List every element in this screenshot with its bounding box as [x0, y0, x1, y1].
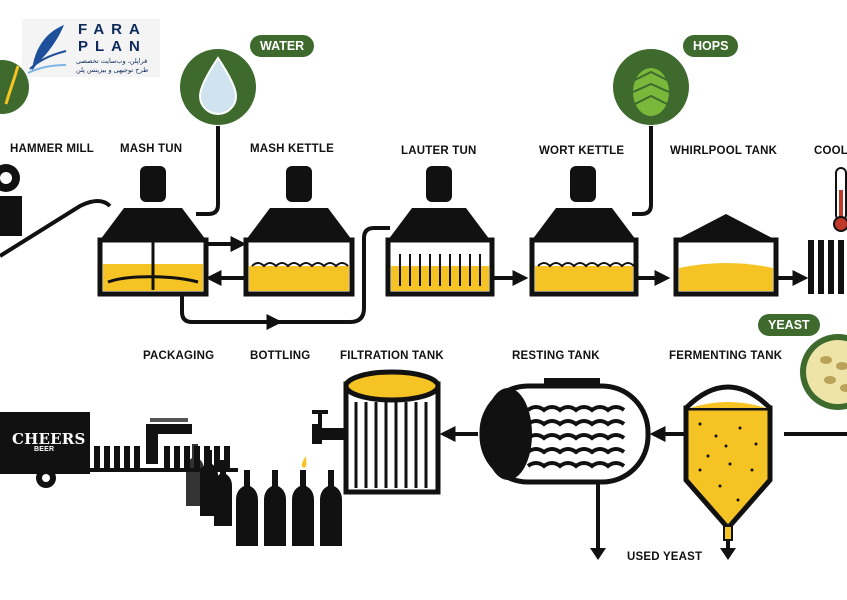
hops-cone-icon	[613, 49, 689, 125]
capping-machine	[146, 418, 192, 464]
hammer-mill-machine	[0, 164, 112, 258]
label-used-yeast: USED YEAST	[627, 551, 703, 563]
yeast-badge: YEAST	[758, 314, 820, 336]
logo-word-plan: PLAN	[78, 38, 147, 55]
logo-word-fara: FARA	[78, 21, 147, 38]
beer-truck	[0, 412, 90, 488]
label-lauter-tun: LAUTER TUN	[401, 145, 477, 157]
water-drop-icon	[180, 49, 256, 125]
label-resting-tank: RESTING TANK	[512, 350, 600, 362]
label-hammer-mill: HAMMER MILL	[10, 143, 94, 155]
logo-tagline-1: فراپلن، وب‌سایت تخصصی	[76, 57, 148, 65]
label-wort-kettle: WORT KETTLE	[539, 145, 625, 157]
label-filtration-tank: FILTRATION TANK	[340, 350, 444, 362]
mash-kettle-vessel	[243, 166, 355, 297]
filtration-tank-vessel	[343, 369, 441, 495]
grain-ingredient-icon	[0, 60, 29, 114]
quill-logo-icon	[27, 25, 67, 74]
wort-kettle-vessel	[529, 166, 639, 297]
tap-faucet-icon	[301, 410, 346, 468]
label-packaging: PACKAGING	[143, 350, 215, 362]
fermenting-tank-vessel	[683, 384, 773, 541]
label-cooling: COOL	[814, 145, 847, 157]
faraplan-logo: FARA PLAN فراپلن، وب‌سایت تخصصی طرح توجی…	[22, 19, 160, 77]
logo-tagline-2: طرح توجیهی و بیزینس پلن	[76, 66, 149, 74]
label-fermenting-tank: FERMENTING TANK	[669, 350, 783, 362]
label-whirlpool-tank: WHIRLPOOL TANK	[670, 145, 778, 157]
water-badge: WATER	[250, 35, 315, 57]
label-bottling: BOTTLING	[250, 350, 311, 362]
cooler-coils	[808, 240, 844, 294]
label-mash-tun: MASH TUN	[120, 143, 183, 155]
lauter-tun-vessel	[385, 166, 495, 297]
label-mash-kettle: MASH KETTLE	[250, 143, 334, 155]
mash-tun-vessel	[97, 166, 209, 297]
whirlpool-tank-vessel	[673, 214, 779, 297]
yeast-granules-icon	[800, 334, 847, 410]
truck-brand: CHEERS	[12, 430, 86, 448]
truck-sub: BEER	[34, 446, 55, 453]
bottle-conveyor	[88, 446, 238, 472]
thermometer-icon	[833, 167, 847, 232]
hops-badge: HOPS	[683, 35, 739, 57]
resting-tank-vessel	[479, 378, 651, 485]
